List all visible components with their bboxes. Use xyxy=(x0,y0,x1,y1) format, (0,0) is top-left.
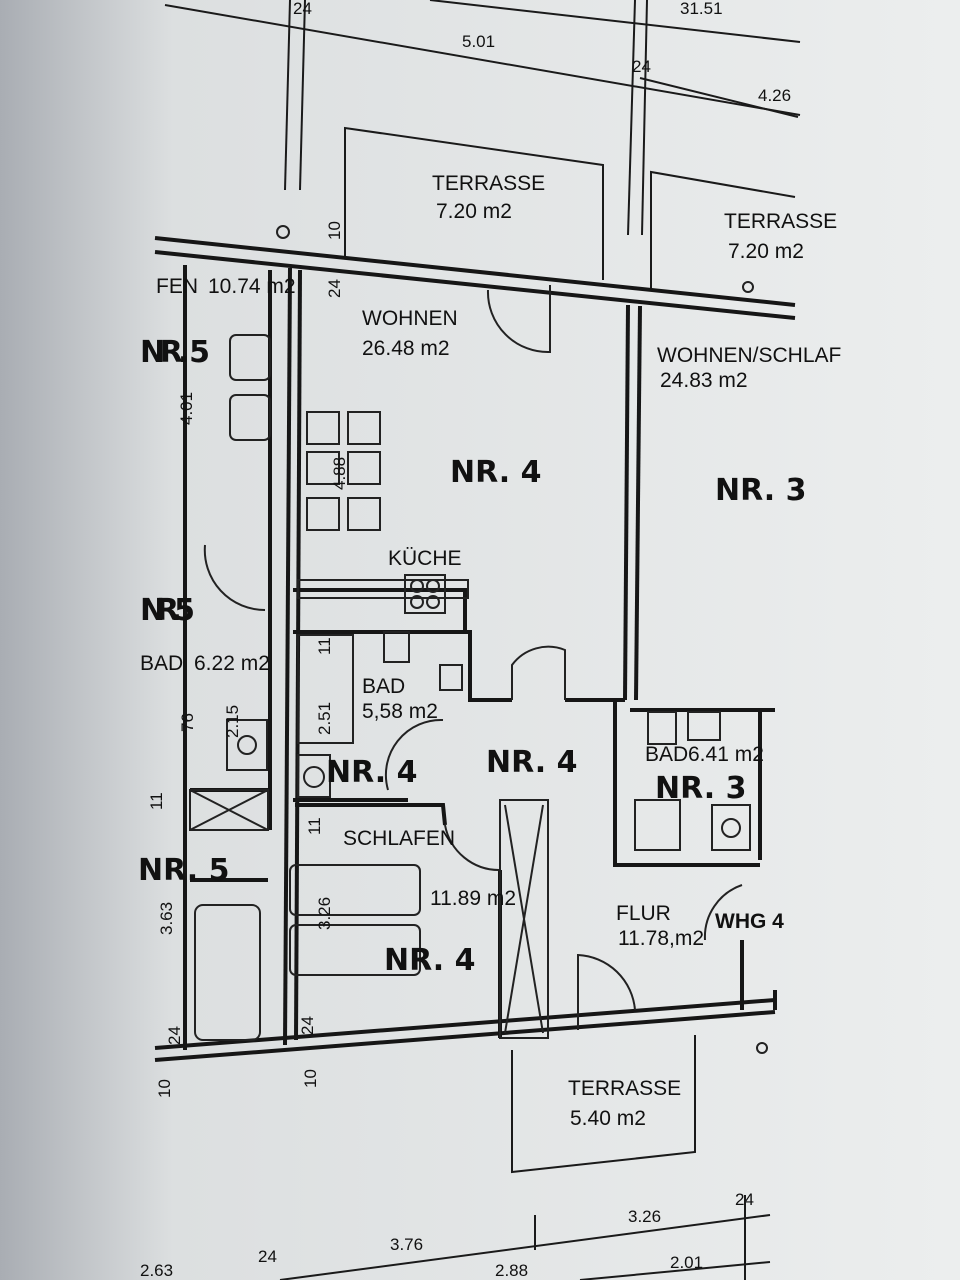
room-fen-area: 10.74 m2 xyxy=(208,275,296,298)
terrace-bottom xyxy=(511,1035,696,1174)
unit-label-nr3: NR. 3 xyxy=(655,771,746,806)
dim-11: 11 xyxy=(305,817,324,835)
unit-label-nr3: NR. 3 xyxy=(715,473,806,508)
dim-3151: 31.51 xyxy=(680,0,723,18)
wall-mark: 24 xyxy=(325,279,344,298)
wall-mark: 24 xyxy=(293,0,312,18)
wall-mark: 24 xyxy=(298,1016,317,1035)
room-wohnen-area: 26.48 m2 xyxy=(362,337,450,360)
unit-label-nr4: NR. 4 xyxy=(384,943,475,978)
marker-circle xyxy=(756,1042,768,1054)
wall-mark: 10 xyxy=(325,221,344,240)
terrace-top-left xyxy=(344,126,604,280)
dim-288: 2.88 xyxy=(495,1261,528,1280)
room-bad-nr5: BAD xyxy=(140,652,183,675)
room-bad-area: 5,58 m2 xyxy=(362,700,438,723)
furniture xyxy=(189,334,751,1041)
dim-263: 2.63 xyxy=(140,1261,173,1280)
dim-11: 11 xyxy=(147,792,166,810)
room-terrace-bottom-area: 5.40 m2 xyxy=(570,1107,646,1130)
room-wohnen-schlaf-name: WOHNEN/SCHLAF xyxy=(657,344,841,367)
dim-251: 2.51 xyxy=(315,702,334,735)
room-terrace-bottom-name: TERRASSE xyxy=(568,1077,681,1100)
unit-label-nr5-partial: NR. 5 xyxy=(140,593,195,628)
unit-label-nr5-partial: NR. 5 xyxy=(140,335,210,370)
dim-11: 11 xyxy=(315,637,334,655)
wall-mark: 10 xyxy=(155,1079,174,1098)
room-kueche-name: KÜCHE xyxy=(388,547,462,570)
room-flur-area: 11.78,m2 xyxy=(618,927,704,950)
wall-mark: 10 xyxy=(301,1069,320,1088)
unit-label-nr4: NR. 4 xyxy=(326,755,417,790)
walls xyxy=(154,236,796,1062)
wall-mark: 24 xyxy=(258,1247,277,1266)
dim-426: 4.26 xyxy=(758,86,791,105)
marker-circle xyxy=(742,281,754,293)
top-dimension-lines xyxy=(164,0,801,236)
unit-label-nr5: NR. 5 xyxy=(138,853,229,888)
room-bad-nr3-area: 6.41 m2 xyxy=(688,743,764,766)
doors xyxy=(203,285,743,1030)
room-schlafen-area: 11.89 m2 xyxy=(430,887,516,910)
bottom-dimension-lines xyxy=(279,1195,771,1280)
room-schlafen-name: SCHLAFEN xyxy=(343,827,455,850)
inner-dimensions: 4.01 4.88 2.51 3.26 2.15 76 3.63 11 11 1… xyxy=(147,0,754,1266)
room-terrace-right-area: 7.20 m2 xyxy=(728,240,804,263)
room-bad-nr3: BAD xyxy=(645,743,688,766)
room-bad-nr5-area: 6.22 m2 xyxy=(194,652,270,675)
unit-label-nr4: NR. 4 xyxy=(450,455,541,490)
dim-76: 76 xyxy=(178,713,197,732)
room-terrace-left-area: 7.20 m2 xyxy=(436,200,512,223)
marker-circle xyxy=(276,225,290,239)
room-flur-name: FLUR xyxy=(616,902,671,925)
dim-376: 3.76 xyxy=(390,1235,423,1254)
dim-326: 3.26 xyxy=(315,897,334,930)
wall-mark: 24 xyxy=(165,1026,184,1045)
dim-201: 2.01 xyxy=(670,1253,703,1272)
room-fen-name: FEN xyxy=(156,275,198,298)
room-terrace-right-name: TERRASSE xyxy=(724,210,837,233)
dim-488: 4.88 xyxy=(330,457,349,490)
room-labels: TERRASSE 7.20 m2 TERRASSE 7.20 m2 WOHNEN… xyxy=(140,172,841,1130)
terrace-top-right xyxy=(650,170,796,290)
dim-363: 3.63 xyxy=(157,902,176,935)
room-wohnen-name: WOHNEN xyxy=(362,307,458,330)
wall-mark: 24 xyxy=(632,57,651,76)
dim-501: 5.01 xyxy=(462,32,495,51)
dim-401: 4.01 xyxy=(177,392,196,425)
room-wohnen-schlaf-area: 24.83 m2 xyxy=(660,369,748,392)
unit-labels: NR. 4 NR. 4 NR. 4 NR. 4 NR. 3 NR. 3 NR. … xyxy=(138,335,806,978)
room-terrace-left-name: TERRASSE xyxy=(432,172,545,195)
unit-label-whg4: WHG 4 xyxy=(715,910,784,933)
room-bad-name: BAD xyxy=(362,675,405,698)
unit-label-nr4: NR. 4 xyxy=(486,745,577,780)
dim-215: 2.15 xyxy=(223,705,242,738)
dim-326-bottom: 3.26 xyxy=(628,1207,661,1226)
